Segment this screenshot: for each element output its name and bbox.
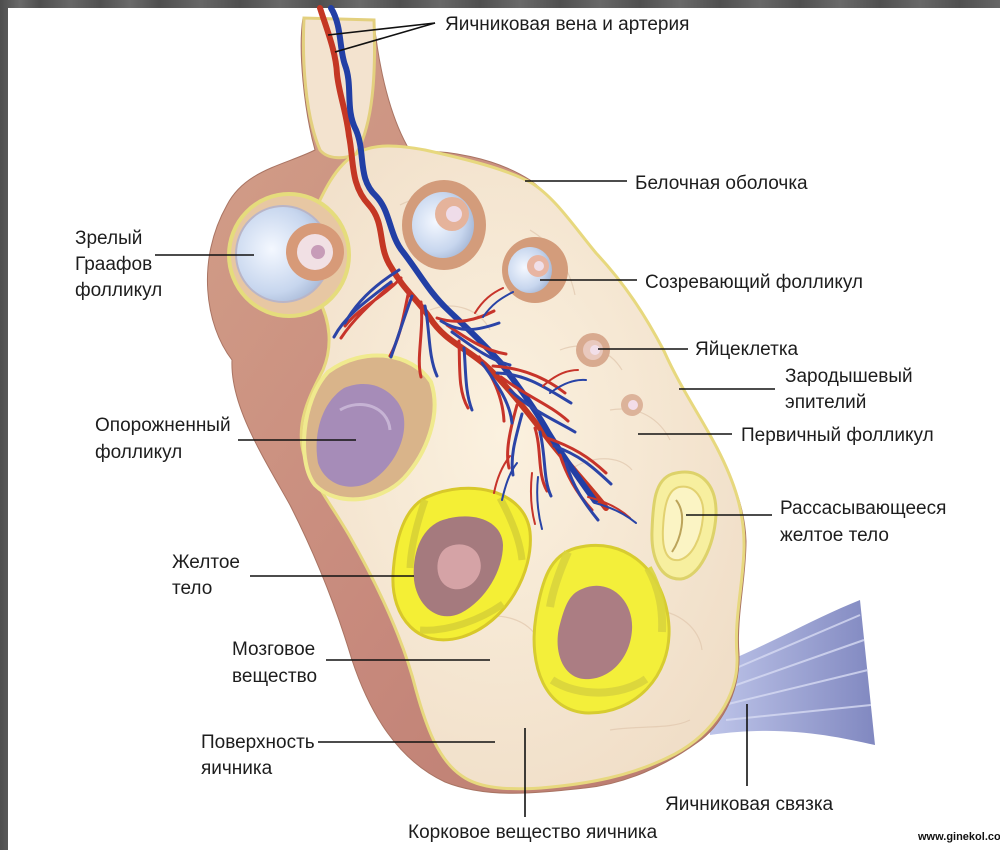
label-corpus-luteum-line-2: тело xyxy=(172,578,212,599)
label-ovarian-vessels: Яичниковая вена и артерия xyxy=(445,14,689,35)
label-medulla-line-2: вещество xyxy=(232,666,317,687)
label-empty-follicle-line-2: фолликул xyxy=(95,442,182,463)
label-mature-follicle-line-1: Зрелый xyxy=(75,228,142,249)
corpus-luteum-large xyxy=(534,545,669,713)
primary-follicle xyxy=(621,394,643,416)
label-ovarian-ligament: Яичниковая связка xyxy=(665,794,834,815)
label-corpus-luteum-line-1: Желтое xyxy=(172,552,240,573)
label-mature-follicle-line-2: Граафов xyxy=(75,254,152,275)
label-oocyte: Яйцеклетка xyxy=(695,339,799,360)
label-tunica-albuginea: Белочная оболочка xyxy=(635,173,808,194)
label-medulla-line-1: Мозговое xyxy=(232,639,315,660)
label-maturing-follicle: Созревающий фолликул xyxy=(645,272,863,293)
label-ovarian-cortex: Корковое вещество яичника xyxy=(408,822,658,843)
maturing-follicle-top xyxy=(402,180,486,270)
label-germinal-epithelium-line-1: Зародышевый xyxy=(785,366,913,387)
label-corpus-albicans-line-2: желтое тело xyxy=(780,525,889,546)
oocyte-follicle xyxy=(576,333,610,367)
label-primary-follicle: Первичный фолликул xyxy=(741,425,934,446)
watermark-text: www.ginekol.com xyxy=(917,831,1000,843)
label-corpus-albicans-line-1: Рассасывающееся xyxy=(780,498,946,519)
label-ovary-surface-line-2: яичника xyxy=(201,758,273,779)
label-ovary-surface-line-1: Поверхность xyxy=(201,732,315,753)
label-empty-follicle-line-1: Опорожненный xyxy=(95,415,231,436)
label-mature-follicle-line-3: фолликул xyxy=(75,280,162,301)
label-germinal-epithelium-line-2: эпителий xyxy=(785,392,866,413)
